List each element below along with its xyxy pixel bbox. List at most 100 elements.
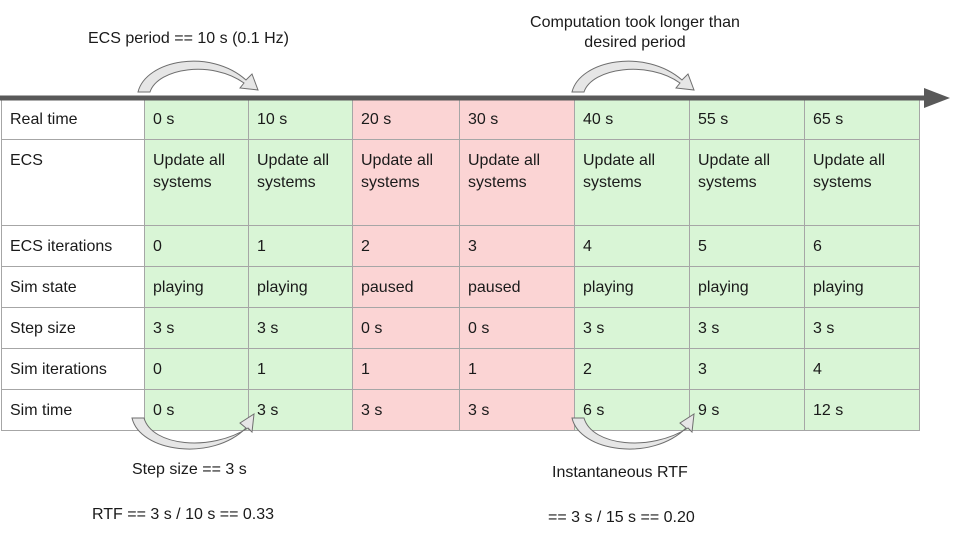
table-cell-text: 3 s bbox=[583, 320, 605, 337]
table-cell-text: 0 s bbox=[361, 320, 383, 337]
row-label-text: Sim iterations bbox=[10, 361, 107, 378]
row-label-text: Step size bbox=[10, 320, 76, 337]
table-cell-step-size-1: 3 s bbox=[248, 307, 353, 349]
table-cell-text: playing bbox=[583, 279, 634, 296]
table-cell-text: 65 s bbox=[813, 111, 844, 128]
table-cell-text: 3 bbox=[698, 361, 707, 378]
computation-annotation-line2: desired period bbox=[584, 34, 686, 51]
table-cell-text: playing bbox=[813, 279, 864, 296]
table-cell-text: 30 s bbox=[468, 111, 499, 128]
table-cell-text: 3 s bbox=[257, 320, 279, 337]
table-cell-ecs-0: Update all systems bbox=[144, 139, 249, 226]
table-cell-ecs-4: Update all systems bbox=[574, 139, 690, 226]
row-label-sim-iterations: Sim iterations bbox=[1, 348, 145, 390]
table-cell-sim-state-5: playing bbox=[689, 266, 805, 308]
table-cell-text: 3 s bbox=[468, 402, 490, 419]
row-label-text: ECS iterations bbox=[10, 238, 113, 255]
row-label-text: Sim state bbox=[10, 279, 77, 296]
table-cell-real-time-6: 65 s bbox=[804, 98, 920, 140]
table-cell-real-time-2: 20 s bbox=[352, 98, 460, 140]
table-cell-text: 3 s bbox=[813, 320, 835, 337]
table-cell-text: 3 s bbox=[361, 402, 383, 419]
table-cell-text: 1 bbox=[257, 238, 266, 255]
ecs-period-curved-arrow bbox=[137, 60, 259, 93]
table-cell-text: 5 bbox=[698, 238, 707, 255]
table-cell-ecs-6: Update all systems bbox=[804, 139, 920, 226]
computation-curved-arrow bbox=[571, 60, 695, 93]
table-cell-text: 0 s bbox=[153, 111, 175, 128]
table-cell-text: 0 s bbox=[153, 402, 175, 419]
table-cell-text: 12 s bbox=[813, 402, 844, 419]
table-cell-text: 0 bbox=[153, 238, 162, 255]
instantaneous-rtf-annotation: Instantaneous RTF bbox=[552, 464, 688, 481]
table-cell-text: Update all systems bbox=[813, 152, 886, 191]
table-cell-sim-state-0: playing bbox=[144, 266, 249, 308]
table-cell-sim-state-6: playing bbox=[804, 266, 920, 308]
table-cell-text: Update all systems bbox=[153, 152, 226, 191]
table-cell-sim-time-6: 12 s bbox=[804, 389, 920, 431]
table-cell-text: 4 bbox=[583, 238, 592, 255]
table-cell-text: 3 s bbox=[153, 320, 175, 337]
table-cell-real-time-1: 10 s bbox=[248, 98, 353, 140]
table-cell-ecs-iterations-4: 4 bbox=[574, 225, 690, 267]
table-cell-text: Update all systems bbox=[257, 152, 330, 191]
row-label-real-time: Real time bbox=[1, 98, 145, 140]
table-cell-text: Update all systems bbox=[583, 152, 656, 191]
table-cell-text: 9 s bbox=[698, 402, 720, 419]
table-cell-text: Update all systems bbox=[361, 152, 434, 191]
table-row-real-time: Real time 0 s 10 s 20 s 30 s 40 s 55 s 65 s bbox=[1, 98, 920, 140]
table-cell-text: 55 s bbox=[698, 111, 729, 128]
rtf-annotation: RTF == 3 s / 10 s == 0.33 bbox=[92, 506, 275, 523]
table-cell-text: 0 bbox=[153, 361, 162, 378]
table-cell-sim-iterations-6: 4 bbox=[804, 348, 920, 390]
table-cell-text: playing bbox=[257, 279, 308, 296]
row-label-text: Sim time bbox=[10, 402, 73, 419]
table-cell-text: 3 s bbox=[698, 320, 720, 337]
table-cell-step-size-3: 0 s bbox=[459, 307, 575, 349]
table-cell-sim-iterations-5: 3 bbox=[689, 348, 805, 390]
instantaneous-rtf-value-annotation: == 3 s / 15 s == 0.20 bbox=[548, 509, 695, 526]
table-cell-text: 10 s bbox=[257, 111, 288, 128]
table-cell-sim-state-1: playing bbox=[248, 266, 353, 308]
table-cell-text: 2 bbox=[361, 238, 370, 255]
table-cell-ecs-iterations-0: 0 bbox=[144, 225, 249, 267]
timeline-arrow-head bbox=[924, 88, 950, 108]
table-row-step-size: Step size 3 s 3 s 0 s 0 s 3 s 3 s 3 s bbox=[1, 307, 920, 349]
table-cell-sim-iterations-0: 0 bbox=[144, 348, 249, 390]
table-cell-ecs-iterations-6: 6 bbox=[804, 225, 920, 267]
row-label-text: Real time bbox=[10, 111, 78, 128]
table-cell-sim-time-5: 9 s bbox=[689, 389, 805, 431]
table-row-sim-state: Sim state playing playing paused paused playi… bbox=[1, 266, 920, 308]
table-cell-ecs-iterations-2: 2 bbox=[352, 225, 460, 267]
table-cell-text: Update all systems bbox=[698, 152, 771, 191]
table-cell-text: 6 s bbox=[583, 402, 605, 419]
table-cell-ecs-2: Update all systems bbox=[352, 139, 460, 226]
table-cell-sim-state-2: paused bbox=[352, 266, 460, 308]
table-cell-text: Update all systems bbox=[468, 152, 541, 191]
row-label-step-size: Step size bbox=[1, 307, 145, 349]
table-cell-step-size-2: 0 s bbox=[352, 307, 460, 349]
computation-annotation: Computation took longer than desired per… bbox=[508, 13, 762, 53]
step-size-annotation: Step size == 3 s bbox=[132, 461, 247, 478]
table-cell-text: 1 bbox=[257, 361, 266, 378]
row-label-ecs: ECS bbox=[1, 139, 145, 226]
table-cell-sim-iterations-2: 1 bbox=[352, 348, 460, 390]
table-cell-sim-time-0: 0 s bbox=[144, 389, 249, 431]
computation-annotation-line1: Computation took longer than bbox=[530, 14, 740, 31]
table-cell-text: 20 s bbox=[361, 111, 392, 128]
table-cell-ecs-1: Update all systems bbox=[248, 139, 353, 226]
table-cell-ecs-5: Update all systems bbox=[689, 139, 805, 226]
table-cell-text: 4 bbox=[813, 361, 822, 378]
table-cell-text: 6 bbox=[813, 238, 822, 255]
table-cell-sim-time-1: 3 s bbox=[248, 389, 353, 431]
row-label-sim-time: Sim time bbox=[1, 389, 145, 431]
table-cell-text: 0 s bbox=[468, 320, 490, 337]
table-cell-real-time-4: 40 s bbox=[574, 98, 690, 140]
table-cell-step-size-0: 3 s bbox=[144, 307, 249, 349]
table-row-sim-time: Sim time 0 s 3 s 3 s 3 s 6 s 9 s 12 s bbox=[1, 389, 920, 431]
table-cell-text: paused bbox=[468, 279, 521, 296]
table-cell-sim-time-3: 3 s bbox=[459, 389, 575, 431]
table-cell-text: 2 bbox=[583, 361, 592, 378]
table-cell-text: 3 s bbox=[257, 402, 279, 419]
table-cell-step-size-5: 3 s bbox=[689, 307, 805, 349]
